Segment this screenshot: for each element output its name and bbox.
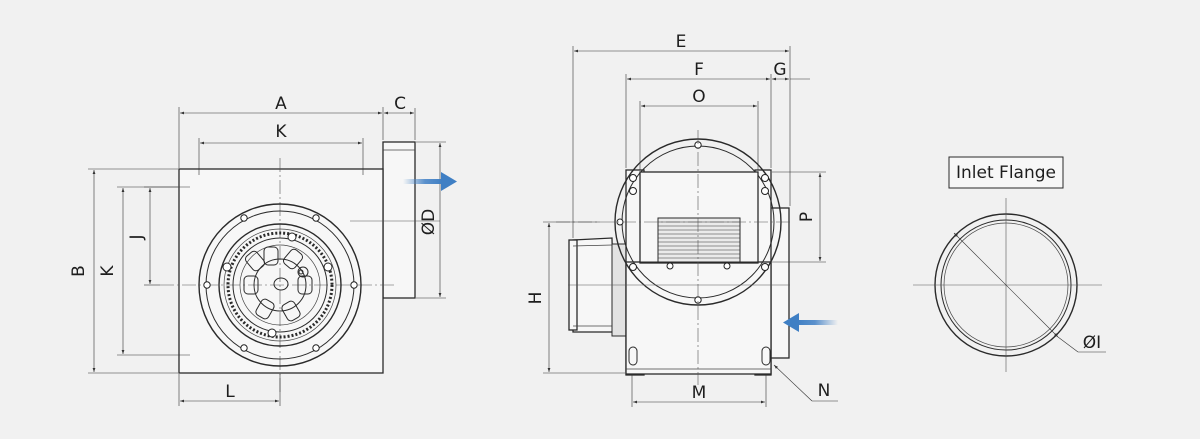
dim-label-D: ØD xyxy=(419,209,439,235)
dim-label-G: G xyxy=(773,60,786,80)
dim-label-N: N xyxy=(818,381,831,401)
front-view: A K C B K J L ØD xyxy=(69,94,457,406)
bolt-icon xyxy=(203,214,358,352)
inlet-ring-outer xyxy=(198,203,362,367)
housing-square xyxy=(178,168,384,374)
dim-label-K-left: K xyxy=(98,265,118,277)
dim-label-M: M xyxy=(692,383,707,403)
side-view: E F G O P H M N xyxy=(526,32,838,407)
dim-label-K-top: K xyxy=(275,122,287,142)
dim-label-J: J xyxy=(127,234,147,240)
dim-label-C: C xyxy=(394,94,406,114)
dim-label-F: F xyxy=(694,60,704,80)
inlet-flange-title-box xyxy=(948,156,1064,189)
dim-label-E: E xyxy=(676,32,687,52)
dim-label-I: ØI xyxy=(1083,333,1101,353)
airflow-arrow-icon xyxy=(783,313,838,332)
outlet-duct xyxy=(382,141,416,299)
airflow-arrow-icon xyxy=(403,172,457,191)
bolt-icon xyxy=(222,232,333,338)
dim-label-B: B xyxy=(69,265,89,277)
dim-label-A: A xyxy=(275,94,287,114)
dim-label-P: P xyxy=(797,212,817,222)
inlet-flange-view: Inlet Flange ØI xyxy=(913,156,1106,372)
dim-label-H: H xyxy=(526,292,546,305)
inlet-flange-title: Inlet Flange xyxy=(956,163,1056,183)
motor-ring xyxy=(226,231,334,339)
dim-label-O: O xyxy=(692,87,705,107)
dim-label-L: L xyxy=(225,382,235,402)
impeller xyxy=(657,217,741,263)
